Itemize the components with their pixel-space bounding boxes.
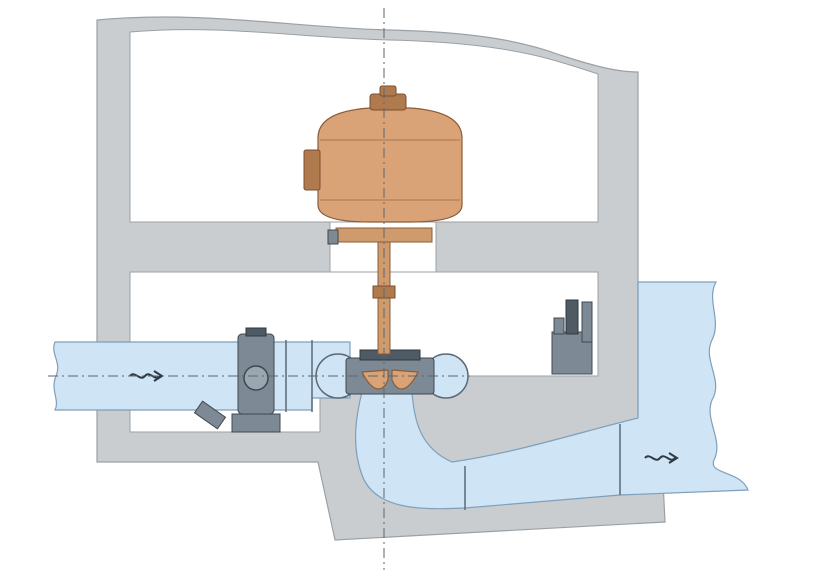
generator-terminal-box — [303, 149, 321, 191]
centerlines — [48, 8, 470, 570]
water-passages — [53, 281, 749, 510]
draft-tube — [355, 281, 749, 510]
hpu-accumulator — [581, 301, 593, 343]
hpu-valve-block — [553, 317, 565, 335]
valve-base — [231, 413, 281, 433]
penstock — [53, 341, 351, 411]
hpu-motor — [565, 299, 579, 335]
hydraulic-power-unit — [551, 299, 593, 375]
generator-cap — [379, 85, 397, 97]
valve-actuator — [193, 400, 227, 430]
inlet-valve — [193, 327, 313, 433]
valve-flange — [245, 327, 267, 337]
generator — [303, 85, 463, 223]
generator-body — [317, 107, 463, 223]
outlet-flow-arrow-icon — [644, 452, 679, 464]
spiral-casing — [315, 349, 469, 399]
runner-right — [391, 369, 419, 390]
bearing-lamp — [327, 229, 339, 245]
runner-left — [361, 369, 389, 390]
hpu-tank — [551, 331, 593, 375]
valve-disc — [243, 365, 269, 391]
